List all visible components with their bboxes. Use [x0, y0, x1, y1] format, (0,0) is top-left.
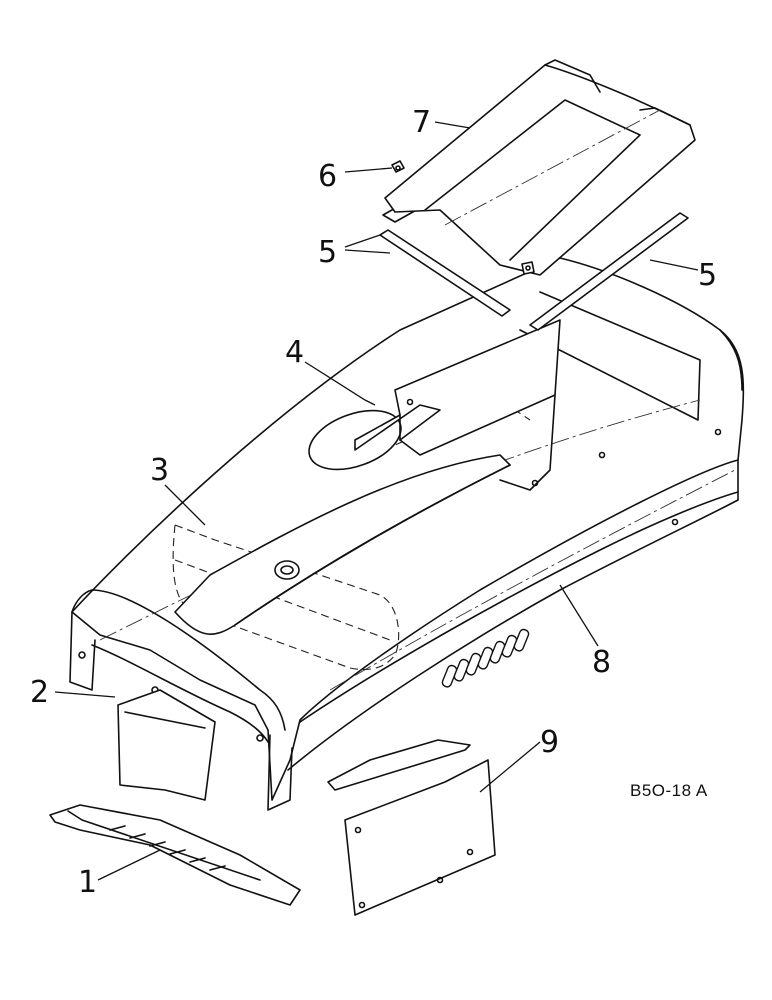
callout-1: 1 [78, 865, 97, 900]
callout-9: 9 [540, 725, 559, 760]
fastener-lower-hole [525, 265, 531, 271]
leader-3 [164, 484, 206, 526]
side-cover-hole-4 [358, 901, 366, 909]
bracket-upright [399, 394, 556, 491]
filler-cap-bracket [308, 319, 561, 491]
front-rivet-left [78, 651, 86, 659]
vent-slot [489, 640, 506, 664]
access-panel [384, 59, 696, 276]
vent-slot [477, 646, 494, 670]
leader-1 [97, 849, 161, 881]
leader-2 [54, 691, 116, 698]
leader-8 [559, 584, 599, 647]
bottom-grille-strip [49, 804, 301, 906]
leader-6 [344, 167, 393, 173]
hood-upper-rim [71, 589, 286, 731]
leader-5a-lower [344, 249, 391, 254]
vent-slot [465, 652, 482, 676]
hood-knob [274, 560, 300, 580]
hood-front-inner-right [267, 734, 293, 811]
callout-4: 4 [285, 335, 304, 370]
callout-6: 6 [318, 159, 337, 194]
panel-fasteners [391, 160, 535, 275]
callout-7: 7 [412, 105, 431, 140]
leader-5a-upper [344, 234, 381, 248]
leader-9 [479, 741, 541, 793]
access-panel-recess [424, 99, 641, 261]
front-rivet-right [256, 734, 264, 742]
side-cover-panel [327, 739, 496, 916]
leader-7 [434, 121, 471, 129]
hood-side-skirt [299, 491, 739, 723]
bracket-hole-left [406, 398, 414, 406]
leader-5b [649, 259, 699, 271]
side-cover-main-plate [344, 759, 496, 916]
inner-frame-link [359, 399, 531, 461]
hood-side-vents [441, 628, 530, 688]
hood-top-surface [71, 257, 745, 801]
bracket-hole-right [531, 479, 539, 487]
hood-side-lower-edge [287, 459, 739, 771]
rear-hole [714, 428, 722, 436]
seal-strip-left [379, 229, 511, 317]
knob-body [274, 560, 300, 580]
hood-front-flange [91, 644, 269, 743]
vent-slot [501, 634, 518, 658]
callout-8: 8 [592, 645, 611, 680]
seal-strip-right [529, 212, 689, 331]
fastener-upper-hole [395, 165, 401, 171]
drawing-reference-code: B5O-18 A [630, 781, 708, 800]
hood-rear-corner [719, 329, 743, 391]
callout-5-right: 5 [698, 258, 717, 293]
side-hole-1 [598, 451, 606, 459]
vent-slot [453, 658, 470, 682]
side-cover-hole-1 [354, 826, 362, 834]
fastener-lower [521, 261, 535, 275]
callout-3: 3 [150, 453, 169, 488]
side-cover-hole-2 [466, 848, 474, 856]
leader-4 [304, 361, 376, 406]
knob-center [280, 565, 294, 575]
hood-front-inner-left [69, 611, 96, 691]
vent-slot [513, 628, 530, 652]
callout-2: 2 [30, 675, 49, 710]
hood-center-line-1 [99, 399, 701, 641]
grille-strip-lip [67, 810, 261, 881]
leader-lines [54, 121, 699, 881]
hood-rear-opening [519, 291, 701, 421]
side-hole-2 [671, 518, 679, 526]
side-cover-top-plate [327, 739, 471, 791]
front-baffle-edge [124, 711, 206, 729]
hood-center-panel-edge [234, 464, 511, 626]
callout-5-left: 5 [318, 235, 337, 270]
callout-labels: 1 2 3 4 5 5 6 7 8 9 B5O-18 A [30, 105, 717, 900]
hood-center-line-2 [329, 469, 736, 691]
vent-slot [441, 664, 458, 688]
access-panel-hinge-edge [544, 59, 691, 126]
side-cover-hole-3 [436, 876, 444, 884]
front-baffle-panel [117, 689, 216, 801]
access-panel-center-line [444, 109, 661, 226]
